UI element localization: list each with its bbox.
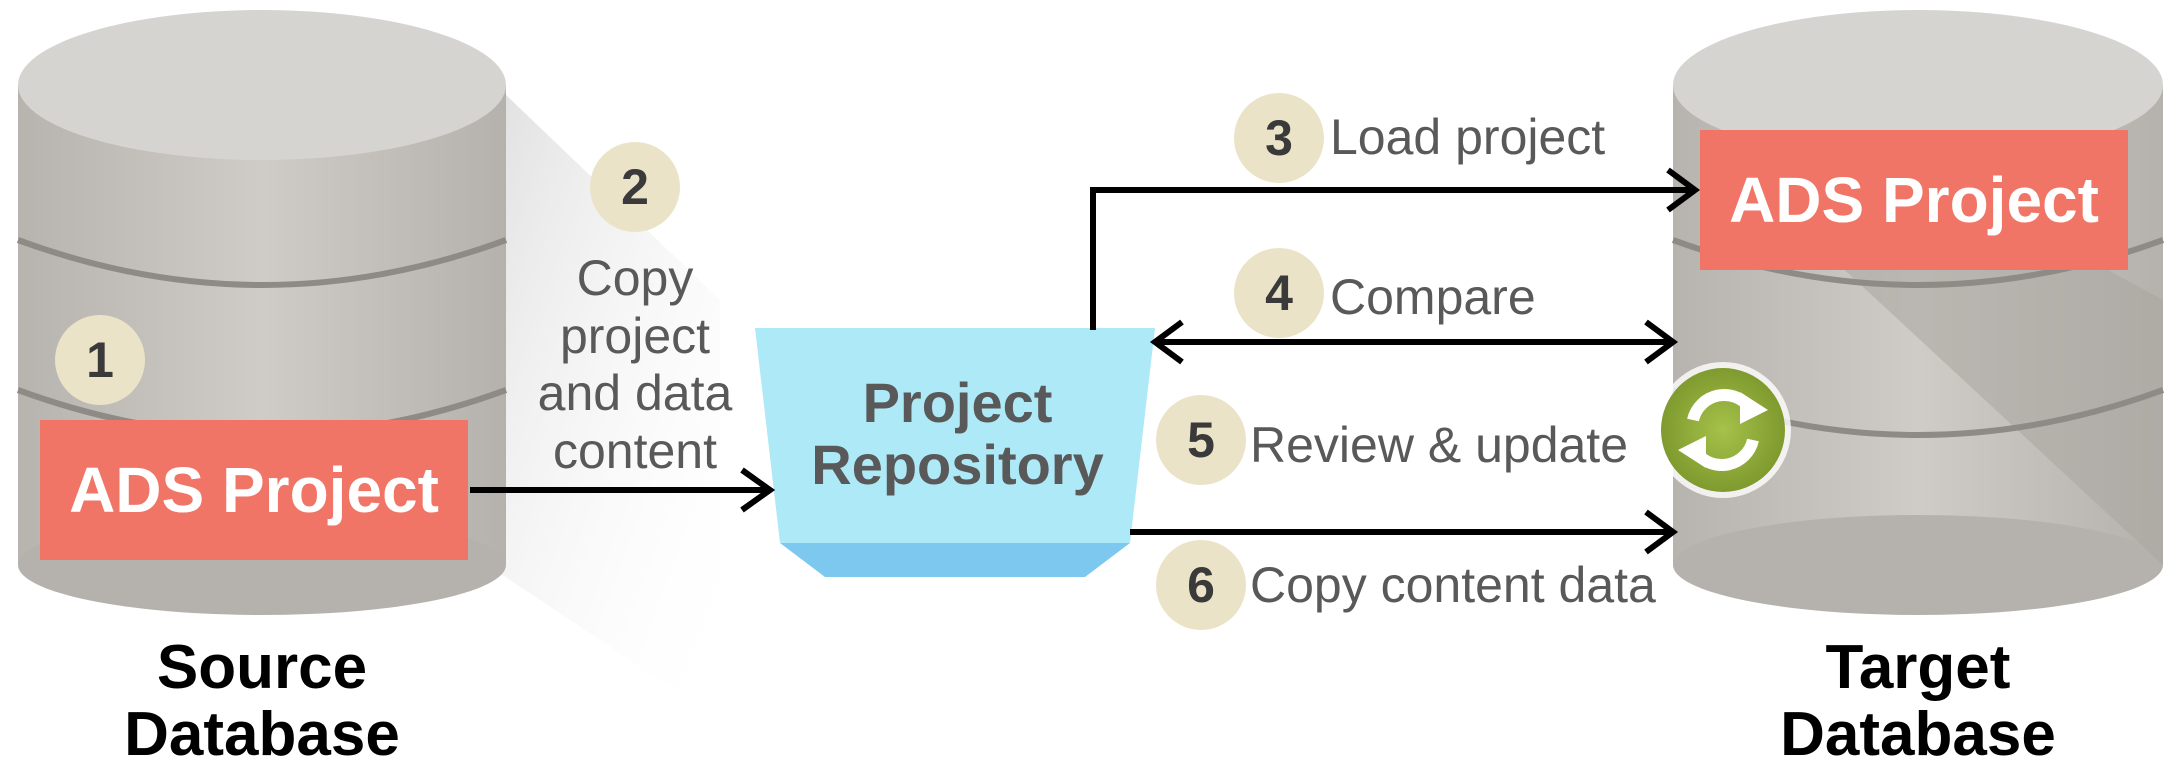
target-ads-project-box: ADS Project	[1700, 130, 2128, 270]
step-4-label: Compare	[1330, 269, 1536, 325]
step-6-badge: 6	[1156, 540, 1246, 630]
target-database-title: Target Database	[1718, 633, 2118, 769]
project-repository-shape	[755, 328, 1155, 577]
step-2-line4: content	[552, 422, 717, 479]
source-ads-project-box: ADS Project	[40, 420, 468, 560]
target-database-cylinder	[1671, 10, 2165, 615]
target-title-line2: Database	[1780, 699, 2056, 769]
repository-label-line1: Project	[862, 371, 1053, 434]
step-2-line1: Copy	[576, 250, 694, 306]
step-2-badge: 2	[590, 142, 680, 232]
step-5-label: Review & update	[1250, 417, 1629, 473]
target-title-line1: Target	[1825, 633, 2011, 702]
arrow-load-project	[1090, 167, 1701, 330]
arrow-copy-to-repository	[470, 467, 776, 513]
step-4-badge: 4	[1234, 248, 1324, 338]
step-1-badge: 1	[55, 315, 145, 405]
source-database-title: Source Database	[62, 633, 462, 769]
sync-icon	[1655, 362, 1791, 498]
step-3-label: Load project	[1330, 109, 1606, 165]
repository-label-line2: Repository	[811, 432, 1104, 496]
step-2-line2: project	[559, 307, 711, 364]
step-5-badge: 5	[1156, 395, 1246, 485]
step-3-badge: 3	[1234, 93, 1324, 183]
step-6-label: Copy content data	[1250, 557, 1656, 613]
step-2-label: Copy project and data content	[520, 250, 750, 480]
source-title-line2: Database	[124, 699, 400, 769]
source-title-line1: Source	[156, 633, 368, 702]
step-2-line3: and data	[537, 365, 733, 421]
repository-label: Project Repository	[780, 372, 1135, 495]
arrow-copy-content-data	[1130, 509, 1679, 555]
arrow-compare	[1149, 319, 1679, 365]
